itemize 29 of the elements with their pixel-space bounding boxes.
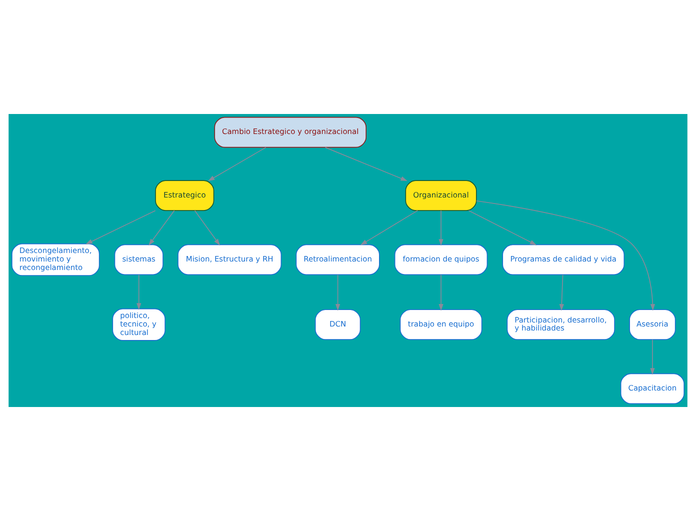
node-box: Mision, Estructura y RH [178,244,282,275]
arrow [468,210,537,245]
arrow [208,146,266,181]
arrow [136,274,142,310]
node-box: sistemas [114,244,164,275]
arrow [324,146,408,181]
node-box: Cambio Estrategico y organizacional [214,116,367,148]
arrow [476,200,656,310]
arrow [335,274,340,310]
node-box: Descongelamiento, movimiento y recongelamiento [12,242,100,276]
arrow [360,210,418,245]
arrow [194,210,220,246]
node-box: Retroalimentacion [296,244,380,275]
arrow [559,274,564,310]
arrow [86,210,156,244]
node-box: Asesoria [629,308,676,340]
node-box: DCN [314,308,361,340]
node-box: Capacitacion [620,372,684,404]
node-box: politico, tecnico, y cultural [112,308,166,340]
node-box: Organizacional [405,180,477,210]
arrow [438,274,444,310]
node-box: Participacion, desarrollo, y habilidades [506,308,615,340]
node-box: Estrategico [155,180,214,210]
arrow [438,210,444,246]
node-box: formacion de quipos [394,244,488,275]
arrow [650,338,655,374]
arrow [148,210,175,246]
node-box: trabajo en equipo [400,308,482,340]
node-box: Programas de calidad y vida [502,244,625,275]
